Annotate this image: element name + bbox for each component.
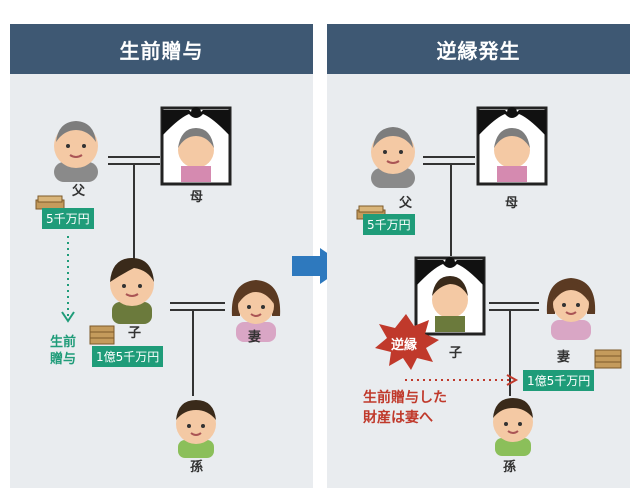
father-money: 5千万円 xyxy=(363,214,415,235)
mother-label: 母 xyxy=(190,190,204,205)
burst-label: 逆縁 xyxy=(391,338,418,353)
panel-left: 生前贈与 父 5千万円 母 xyxy=(10,24,313,488)
grandchild-figure xyxy=(493,398,533,456)
wife-figure xyxy=(231,280,281,342)
grandchild-label: 孫 xyxy=(190,460,204,475)
connection-lines xyxy=(61,156,225,396)
gift-label: 生前 贈与 xyxy=(50,335,77,367)
father-figure xyxy=(371,127,415,188)
wife-money: 1億5千万円 xyxy=(523,370,595,391)
connection-lines xyxy=(405,156,539,396)
panel-title: 生前贈与 xyxy=(10,24,313,74)
wife-label: 妻 xyxy=(248,330,262,345)
panel-right: 逆縁発生 父 5千万円 母 xyxy=(327,24,630,488)
wife-figure xyxy=(546,278,596,340)
mother-label: 母 xyxy=(505,196,519,211)
panel-title: 逆縁発生 xyxy=(327,24,630,74)
father-label: 父 xyxy=(72,184,86,199)
father-money: 5千万円 xyxy=(42,208,94,229)
child-label: 子 xyxy=(128,326,142,341)
grandchild-figure xyxy=(176,400,216,458)
burst-icon xyxy=(375,314,439,370)
mother-portrait xyxy=(476,106,548,186)
mother-portrait xyxy=(160,106,232,186)
child-figure xyxy=(110,258,154,324)
child-label: 子 xyxy=(449,346,463,361)
money-stack-icon xyxy=(89,325,115,345)
inheritance-note: 生前贈与した 財産は妻へ xyxy=(363,390,447,426)
wife-label: 妻 xyxy=(557,350,571,365)
money-stack-icon xyxy=(594,349,622,369)
father-figure xyxy=(54,121,98,182)
grandchild-label: 孫 xyxy=(503,460,517,475)
child-money: 1億5千万円 xyxy=(92,346,164,367)
father-label: 父 xyxy=(399,196,413,211)
